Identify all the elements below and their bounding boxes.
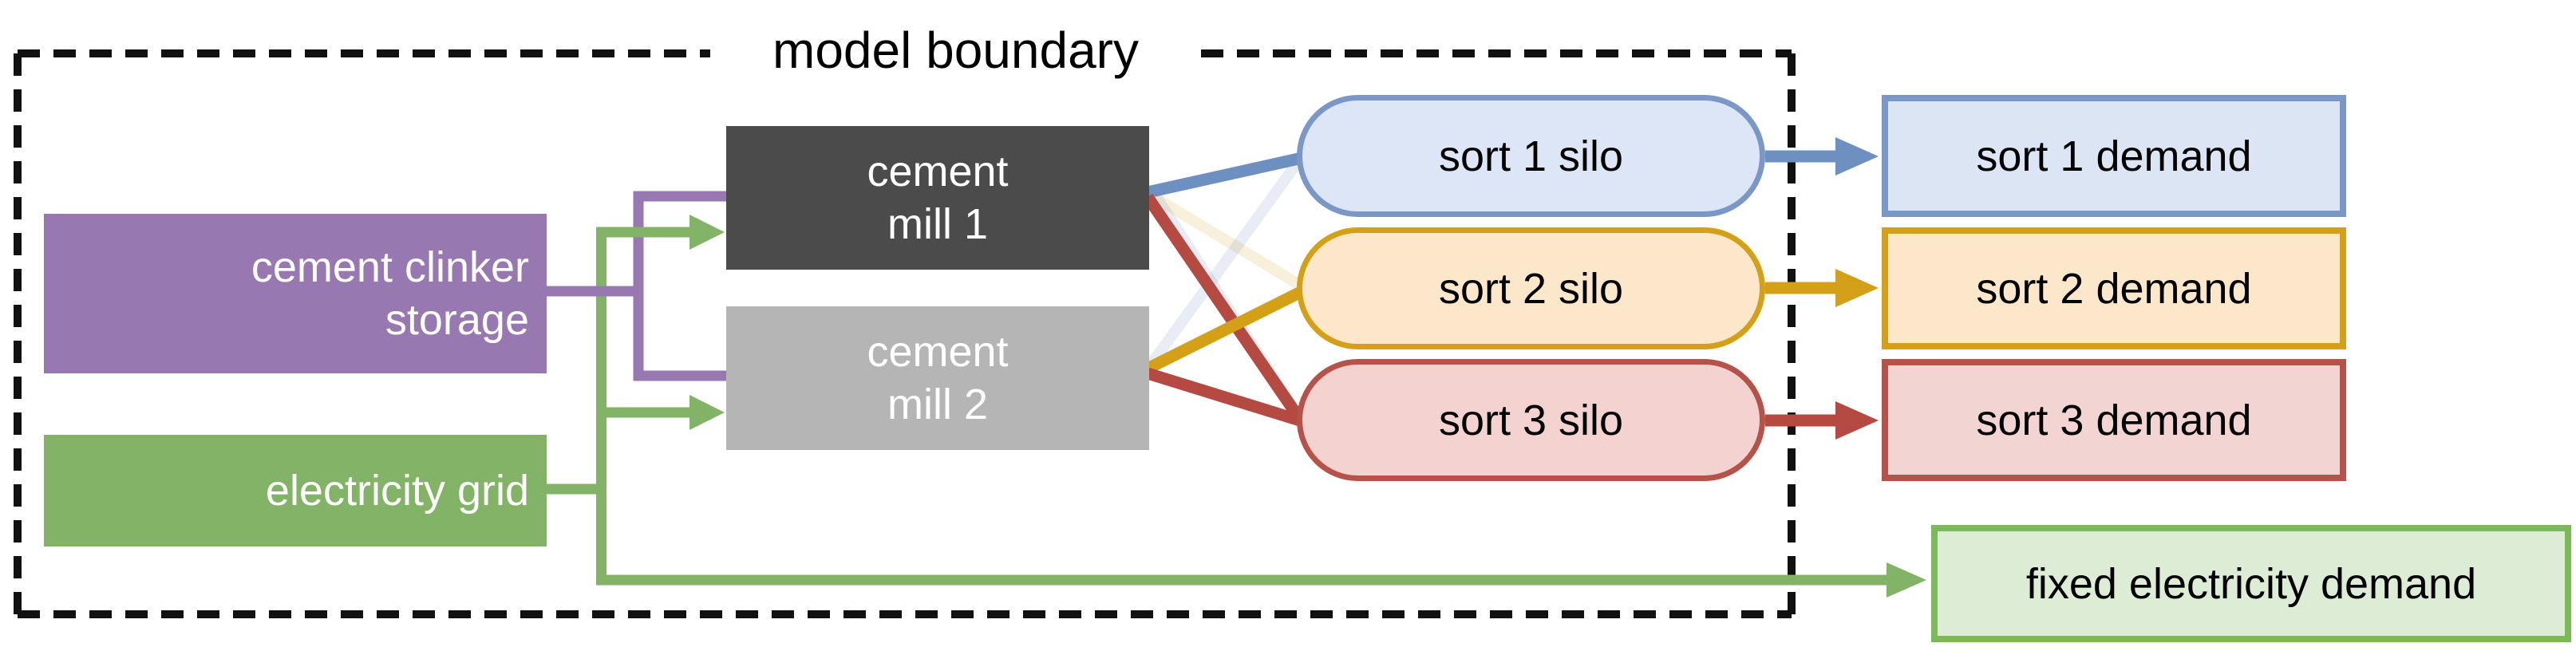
sort-2-silo-label: sort 2 silo [1438,264,1624,313]
sort-2-demand-label: sort 2 demand [1976,264,2252,313]
sort-1-demand-label: sort 1 demand [1976,132,2252,180]
edge-mill2-silo2 [1144,284,1309,374]
sort-2-silo-box: sort 2 silo [1297,227,1765,349]
arrowhead-grid-mill1 [689,215,725,250]
edge-mill1-silo3 [1142,193,1308,427]
sort-1-silo-box: sort 1 silo [1297,95,1765,217]
sort-3-silo-box: sort 3 silo [1297,359,1765,481]
cement-mill-2-box: cement mill 2 [726,306,1149,450]
fixed-electricity-demand-box: fixed electricity demand [1931,525,2571,642]
cement-mill-2-label-line1: cement [867,328,1009,376]
cement-clinker-storage-box: cement clinker storage [44,214,547,373]
cement-clinker-storage-label-line1: cement clinker [251,243,529,291]
edge-mill1-silo2-faint [1146,189,1304,290]
cement-mill-1-label-line2: mill 1 [887,200,988,248]
arrowhead-grid-fixed-demand [1887,562,1926,598]
sort-1-demand-box: sort 1 demand [1882,95,2346,217]
sort-3-demand-label: sort 3 demand [1976,396,2252,444]
arrowhead-silo1-demand1 [1835,137,1879,176]
edge-mill2-silo3 [1145,367,1305,428]
sort-2-demand-box: sort 2 demand [1882,227,2346,349]
fixed-electricity-demand-label: fixed electricity demand [2025,559,2477,608]
cement-mill-2-label-line2: mill 2 [887,381,988,428]
arrowhead-silo3-demand3 [1835,401,1879,440]
cement-mill-1-box: cement mill 1 [726,126,1149,270]
electricity-grid-label: electricity grid [265,467,529,515]
electricity-grid-box: electricity grid [44,435,547,546]
edge-mill1-silo1 [1146,151,1307,199]
model-boundary-title: model boundary [772,22,1139,79]
cement-clinker-storage-label-line2: storage [385,296,529,344]
sort-1-silo-label: sort 1 silo [1438,132,1624,180]
arrowhead-grid-mill2 [689,395,725,430]
arrowhead-silo2-demand2 [1835,269,1879,307]
sort-3-silo-label: sort 3 silo [1438,396,1624,444]
edge-mill2-silo1-faint [1144,154,1306,371]
cement-mill-1-label-line1: cement [867,148,1009,195]
model-boundary-dashed-box [14,49,1796,618]
sort-3-demand-box: sort 3 demand [1882,359,2346,481]
